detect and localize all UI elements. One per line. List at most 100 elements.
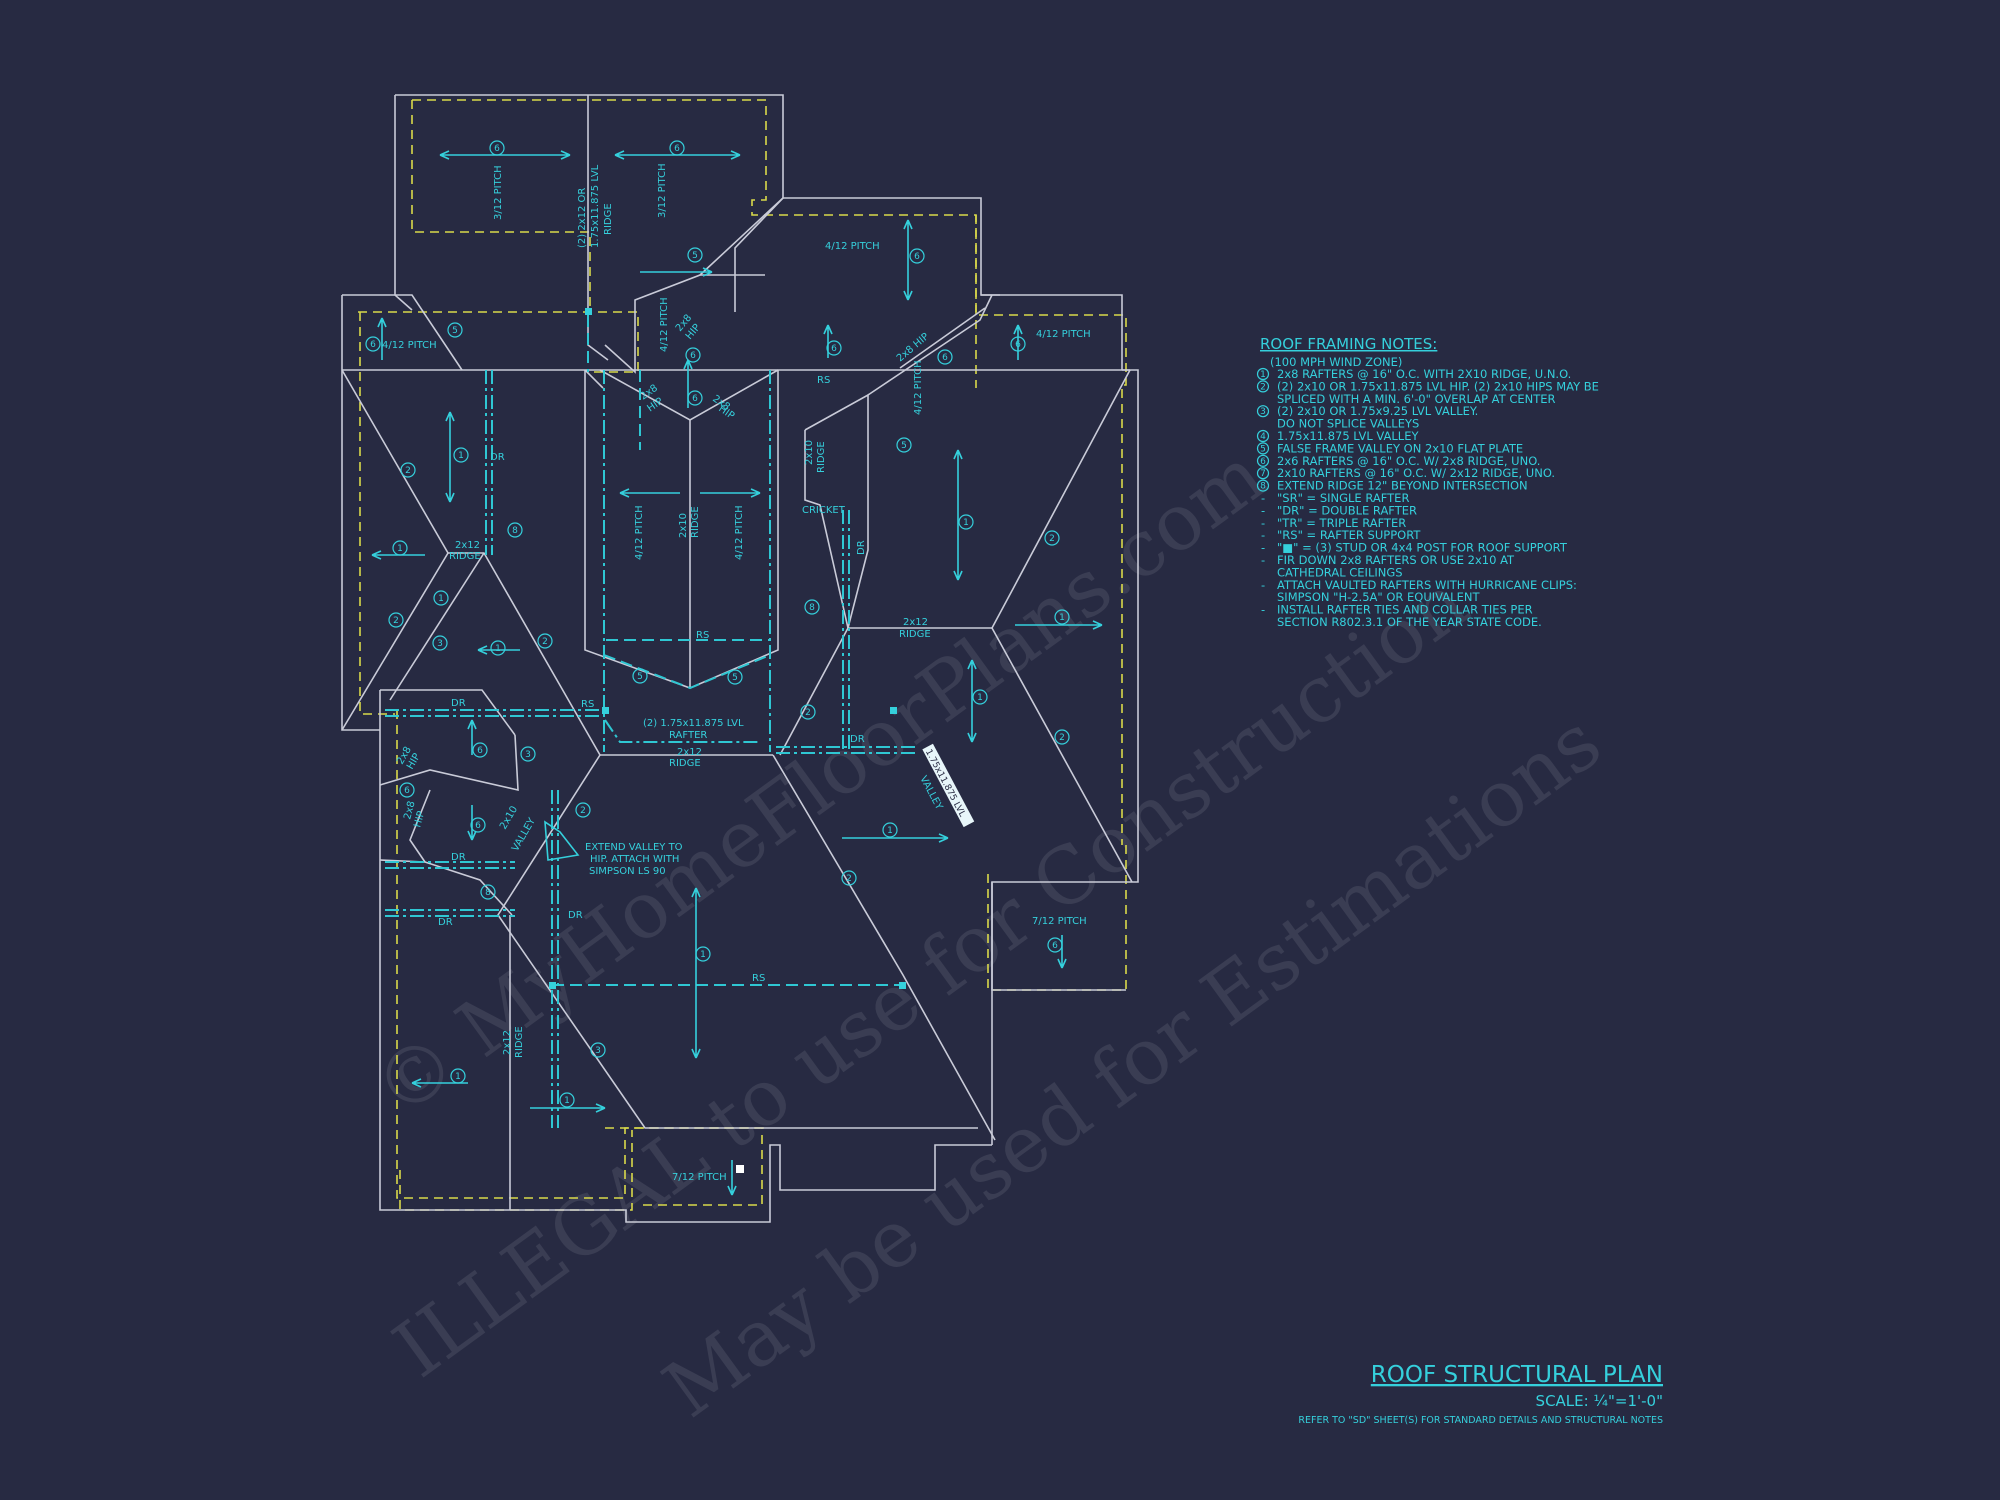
svg-text:8: 8 — [809, 603, 815, 613]
marker-3: 3 — [590, 1042, 606, 1058]
marker-1: 1 — [882, 822, 898, 838]
svg-text:2: 2 — [846, 874, 852, 884]
marker-6: 6 — [909, 248, 925, 264]
note-number: 2 — [1260, 382, 1266, 392]
valley-label: VALLEY — [510, 816, 538, 854]
marker-6: 6 — [937, 349, 953, 365]
note-number-icon — [1256, 429, 1270, 443]
post-marker — [899, 982, 906, 989]
note-dash: - — [1261, 516, 1265, 530]
ridge-label: 2x12 — [455, 540, 480, 551]
svg-text:2: 2 — [580, 806, 586, 816]
marker-2: 2 — [537, 633, 553, 649]
refer-note: REFER TO "SD" SHEET(S) FOR STANDARD DETA… — [1298, 1415, 1663, 1426]
svg-text:6: 6 — [494, 144, 500, 154]
note-item: 5 FALSE FRAME VALLEY ON 2x10 FLAT PLATE — [1256, 441, 1523, 455]
post-marker — [549, 982, 556, 989]
svg-text:1: 1 — [1059, 613, 1065, 623]
ridge-label: 2x10 — [804, 440, 815, 465]
ridge-label: 2x12 — [502, 1030, 513, 1055]
note-text: FIR DOWN 2x8 RAFTERS OR USE 2x10 AT — [1277, 553, 1515, 567]
marker-1: 1 — [1054, 609, 1070, 625]
marker-3: 3 — [432, 635, 448, 651]
post-marker — [890, 707, 897, 714]
note-item: -"DR" = DOUBLE RAFTER — [1261, 503, 1417, 517]
svg-text:6: 6 — [674, 144, 680, 154]
note-item: CATHEDRAL CEILINGS — [1277, 565, 1403, 579]
rafter-arrows — [371, 150, 1103, 1196]
note-dash: - — [1261, 491, 1265, 505]
svg-text:6: 6 — [914, 252, 920, 262]
marker-1: 1 — [490, 640, 506, 656]
note-dash: - — [1261, 528, 1265, 542]
post-marker — [602, 707, 609, 714]
svg-text:5: 5 — [692, 251, 698, 261]
framing-notes: ROOF FRAMING NOTES: (100 MPH WIND ZONE) … — [1256, 335, 1599, 629]
svg-text:8: 8 — [485, 888, 491, 898]
note-text: "RS" = RAFTER SUPPORT — [1277, 528, 1421, 542]
note-number: 6 — [1260, 457, 1266, 467]
marker-6: 6 — [1047, 937, 1063, 953]
marker-5: 5 — [447, 322, 463, 338]
note-dash: - — [1261, 578, 1265, 592]
dr-label: DR — [850, 734, 865, 745]
note-dash: - — [1261, 541, 1265, 555]
svg-text:6: 6 — [1015, 340, 1021, 350]
marker-8: 8 — [480, 884, 496, 900]
marker-5: 5 — [896, 437, 912, 453]
note-item: -"TR" = TRIPLE RAFTER — [1261, 516, 1406, 530]
hip-label: HIP — [412, 810, 427, 829]
marker-6: 6 — [669, 140, 685, 156]
marker-6: 6 — [685, 347, 701, 363]
note-number-icon — [1256, 454, 1270, 467]
note-text: SECTION R802.3.1 OF THE YEAR STATE CODE. — [1277, 615, 1542, 629]
svg-text:6: 6 — [831, 344, 837, 354]
pitch-label: 4/12 PITCH — [382, 340, 437, 351]
svg-text:1: 1 — [977, 693, 983, 703]
note-item: -"RS" = RAFTER SUPPORT — [1261, 528, 1421, 542]
marker-1: 1 — [972, 689, 988, 705]
note-text: 2x8 RAFTERS @ 16" O.C. WITH 2X10 RIDGE, … — [1277, 367, 1571, 381]
note-number: 4 — [1260, 432, 1266, 442]
svg-text:6: 6 — [404, 786, 410, 796]
marker-5: 5 — [687, 247, 703, 263]
note-text: (2) 2x10 OR 1.75x9.25 LVL VALLEY. — [1277, 404, 1478, 418]
svg-text:6: 6 — [692, 394, 698, 404]
svg-text:3: 3 — [595, 1046, 601, 1056]
note-text: FALSE FRAME VALLEY ON 2x10 FLAT PLATE — [1277, 441, 1523, 455]
note-text: (2) 2x10 OR 1.75x11.875 LVL HIP. (2) 2x1… — [1277, 379, 1599, 393]
marker-6: 6 — [365, 336, 381, 352]
marker-1: 1 — [695, 946, 711, 962]
note-number: 5 — [1260, 444, 1266, 454]
marker-6: 6 — [1010, 336, 1026, 352]
svg-text:3: 3 — [437, 639, 443, 649]
note-item: -ATTACH VAULTED RAFTERS WITH HURRICANE C… — [1261, 578, 1577, 592]
svg-text:5: 5 — [637, 672, 643, 682]
pitch-label: 4/12 PITCH — [1036, 329, 1091, 340]
svg-text:1: 1 — [564, 1096, 570, 1106]
svg-text:6: 6 — [942, 353, 948, 363]
note-number-icon — [1256, 367, 1270, 381]
svg-text:5: 5 — [732, 673, 738, 683]
note-item: -"■" = (3) STUD OR 4x4 POST FOR ROOF SUP… — [1261, 541, 1568, 555]
note-item: -INSTALL RAFTER TIES AND COLLAR TIES PER — [1261, 603, 1533, 617]
marker-1: 1 — [958, 514, 974, 530]
note-number-icon — [1256, 479, 1270, 492]
note-text: "DR" = DOUBLE RAFTER — [1277, 503, 1417, 517]
beam-lines — [385, 315, 915, 1128]
dr-label: DR — [568, 910, 583, 921]
note-text: EXTEND RIDGE 12" BEYOND INTERSECTION — [1277, 479, 1528, 493]
dr-label: DR — [490, 452, 505, 463]
ridge-label: 2x10 — [678, 513, 689, 538]
roof-outlines — [341, 94, 1139, 1223]
marker-6: 6 — [470, 817, 486, 833]
post-marker — [736, 1165, 744, 1173]
marker-1: 1 — [559, 1092, 575, 1108]
pitch-label: 7/12 PITCH — [672, 1172, 727, 1183]
dr-label: DR — [856, 540, 867, 555]
note-markers: 6 6 5 6 5 6 6 6 6 6 6 1 2 8 1 1 2 3 1 2 … — [365, 140, 1070, 1108]
